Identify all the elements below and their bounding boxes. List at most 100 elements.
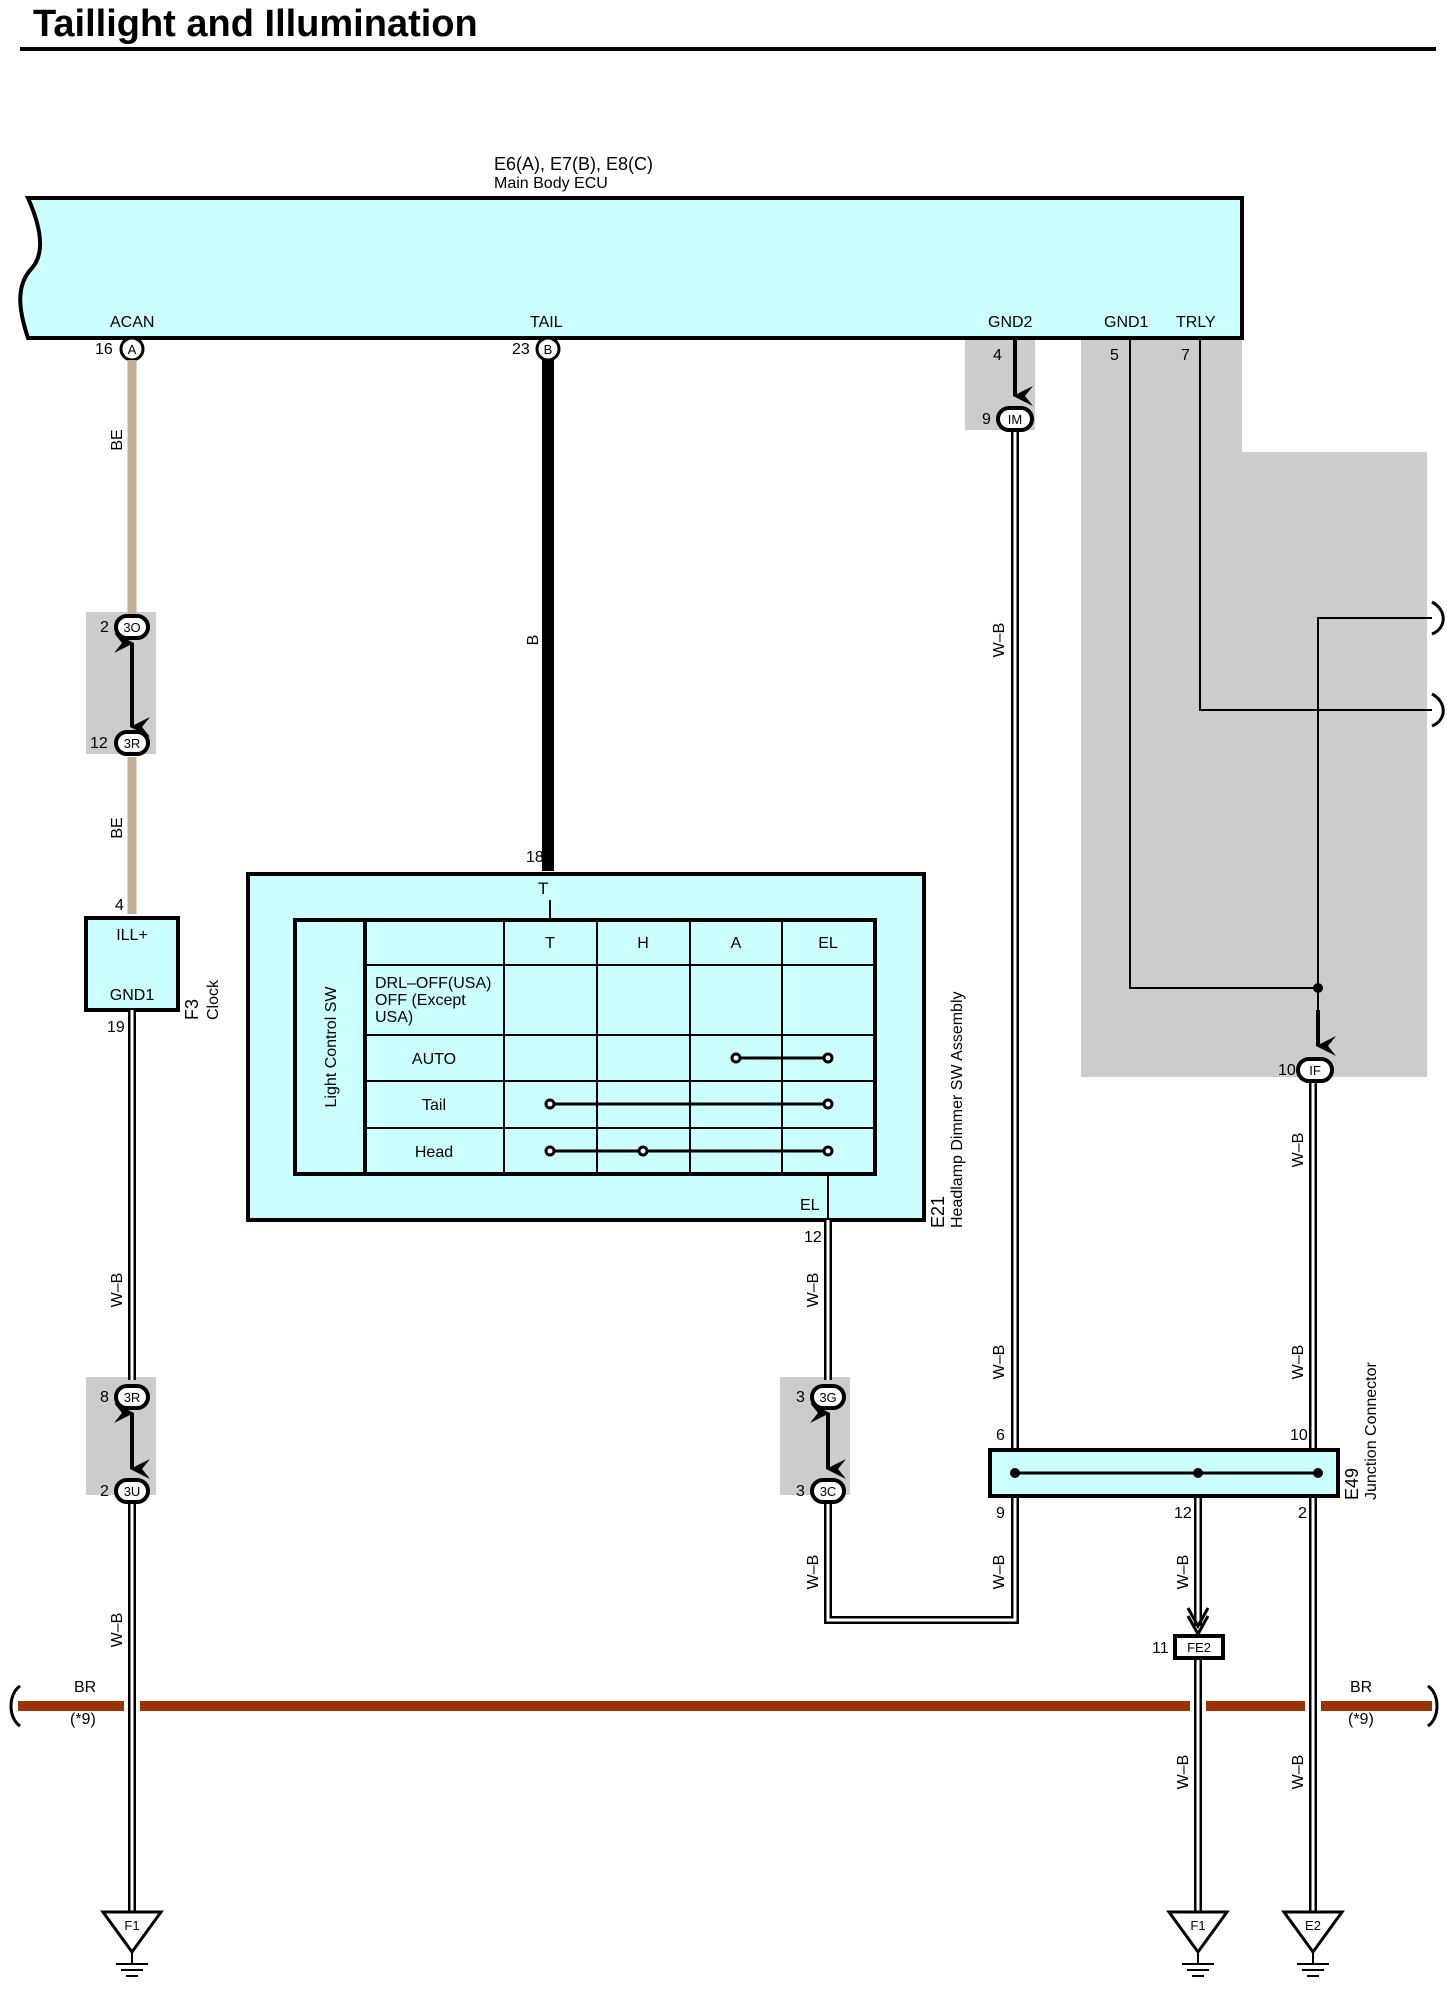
pin-fe2: 11 xyxy=(1152,1640,1169,1657)
connector-fe2: 11 FE2 xyxy=(1152,1607,1225,1660)
connector-3g-3c: 3 3G 3 3C xyxy=(796,1384,846,1504)
ecu-terminal-trly: TRLY xyxy=(1176,314,1216,331)
wire-label-wb-7: W–B xyxy=(991,1555,1008,1590)
ground-f1-right: F1 xyxy=(1166,1910,1230,1977)
wire-label-wb-5: W–B xyxy=(991,623,1008,658)
col-el: EL xyxy=(818,935,838,952)
junction-pin-2: 2 xyxy=(1298,1505,1307,1522)
ground-f1-left: F1 xyxy=(100,1910,164,1977)
conn-3r-b: 3R xyxy=(124,1390,141,1405)
ecu-body xyxy=(18,196,1244,340)
pin-23: 23 xyxy=(512,341,530,358)
pin-7: 7 xyxy=(1181,347,1190,364)
col-t: T xyxy=(545,935,555,952)
pin-im: 9 xyxy=(982,411,991,428)
wire-label-br-right: BR xyxy=(1350,1679,1372,1696)
conn-3c: 3C xyxy=(820,1484,837,1499)
ground-f1-right-label: F1 xyxy=(1190,1918,1205,1933)
pin-if: 10 xyxy=(1278,1062,1296,1079)
clock-out-pin: 19 xyxy=(107,1019,125,1036)
main-body-ecu: E6(A), E7(B), E8(C) Main Body ECU ACAN T… xyxy=(18,154,1244,340)
wb-wires-inner xyxy=(130,420,1315,1912)
row-auto: AUTO xyxy=(412,1051,456,1068)
wb-labels: W–B W–B W–B W–B W–B W–B W–B W–B W–B W–B … xyxy=(109,623,1307,1790)
ecu-terminal-gnd1: GND1 xyxy=(1104,314,1149,331)
light-control-sw-label: Light Control SW xyxy=(323,986,340,1108)
clock-ill-label: ILL+ xyxy=(116,927,148,944)
wire-label-wb-10: W–B xyxy=(1290,1755,1307,1790)
ground-e2-label: E2 xyxy=(1305,1918,1321,1933)
pin-3g: 3 xyxy=(796,1389,805,1406)
pin-3o: 2 xyxy=(100,619,109,636)
wire-label-b: B xyxy=(525,635,542,646)
junction-pin-12: 12 xyxy=(1174,1505,1192,1522)
row-usa: USA) xyxy=(375,1009,413,1026)
clock-f3: 4 ILL+ GND1 19 F3 Clock xyxy=(84,897,222,1036)
junction-dot-gnd1 xyxy=(1313,983,1323,993)
junction-code: E49 xyxy=(1342,1468,1362,1500)
row-drl-off: DRL–OFF(USA) xyxy=(375,975,491,992)
wire-acan-be: BE BE xyxy=(109,360,137,914)
clock-name: Clock xyxy=(205,979,222,1020)
ecu-code: E6(A), E7(B), E8(C) xyxy=(494,154,653,174)
pin-5: 5 xyxy=(1110,347,1119,364)
ecu-pins: 16 A 23 B 4 5 7 xyxy=(95,336,1190,364)
wire-label-wb-1: W–B xyxy=(109,1273,126,1308)
pin-3c: 3 xyxy=(796,1483,805,1500)
ecu-terminal-tail: TAIL xyxy=(530,314,563,331)
conn-if: IF xyxy=(1309,1063,1321,1078)
break-mark-2 xyxy=(1431,692,1445,728)
wire-label-wb-4: W–B xyxy=(805,1555,822,1590)
headlamp-dimmer-sw: T Light Control SW T H A EL DRL–OFF(USA)… xyxy=(246,872,966,1246)
gnd2-im: 9 IM xyxy=(982,338,1034,432)
conn-3r-a: 3R xyxy=(124,736,141,751)
pin-3r-a: 12 xyxy=(90,735,108,752)
wire-note-left: (*9) xyxy=(70,1711,96,1728)
conn-3u: 3U xyxy=(124,1484,141,1499)
wire-label-be-1: BE xyxy=(109,429,126,450)
conn-3o: 3O xyxy=(123,620,140,635)
wire-label-wb-8: W–B xyxy=(1290,1133,1307,1168)
wire-label-br-left: BR xyxy=(74,1679,96,1696)
wire-tail-b: B 18 xyxy=(525,360,554,871)
row-off-except: OFF (Except xyxy=(375,992,466,1009)
pin-16: 16 xyxy=(95,341,113,358)
dimmer-name: Headlamp Dimmer SW Assembly xyxy=(949,992,966,1229)
ground-f1-left-label: F1 xyxy=(124,1918,139,1933)
col-h: H xyxy=(637,935,649,952)
connector-a-label: A xyxy=(128,342,137,357)
dimmer-code: E21 xyxy=(928,1196,948,1228)
pin-3r-b: 8 xyxy=(100,1389,109,1406)
wire-label-wb-2: W–B xyxy=(109,1613,126,1648)
dimmer-in-pin: 18 xyxy=(526,849,544,866)
switch-contacts xyxy=(544,1052,834,1157)
clock-in-pin: 4 xyxy=(115,897,124,914)
ecu-terminal-gnd2: GND2 xyxy=(988,314,1033,331)
wire-label-wb-11: W–B xyxy=(1175,1555,1192,1590)
conn-fe2: FE2 xyxy=(1187,1640,1211,1655)
wire-note-right: (*9) xyxy=(1348,1711,1374,1728)
junction-connector-e49: 6 10 9 12 2 E49 Junction Connector xyxy=(988,1361,1380,1522)
connector-b-label: B xyxy=(544,342,553,357)
connector-3r-3u: 8 3R 2 3U xyxy=(100,1384,150,1504)
pin-3u: 2 xyxy=(100,1483,109,1500)
connector-3o-3r: 2 3O 12 3R xyxy=(90,614,150,756)
clock-gnd-label: GND1 xyxy=(110,987,155,1004)
dimmer-out-pin: 12 xyxy=(804,1229,822,1246)
dimmer-el-label: EL xyxy=(800,1197,820,1214)
conn-im: IM xyxy=(1008,412,1022,427)
row-head: Head xyxy=(415,1144,453,1161)
wire-label-wb-3: W–B xyxy=(805,1273,822,1308)
break-mark-1 xyxy=(1431,600,1445,636)
clock-code: F3 xyxy=(182,999,202,1020)
junction-pin-6: 6 xyxy=(996,1427,1005,1444)
col-a: A xyxy=(731,935,742,952)
junction-pin-10: 10 xyxy=(1290,1427,1308,1444)
gnd1-trly-wires xyxy=(1129,338,1432,1044)
row-tail: Tail xyxy=(422,1097,446,1114)
ecu-name: Main Body ECU xyxy=(494,175,608,192)
ground-e2: E2 xyxy=(1281,1910,1345,1977)
wire-label-be-2: BE xyxy=(109,817,126,838)
